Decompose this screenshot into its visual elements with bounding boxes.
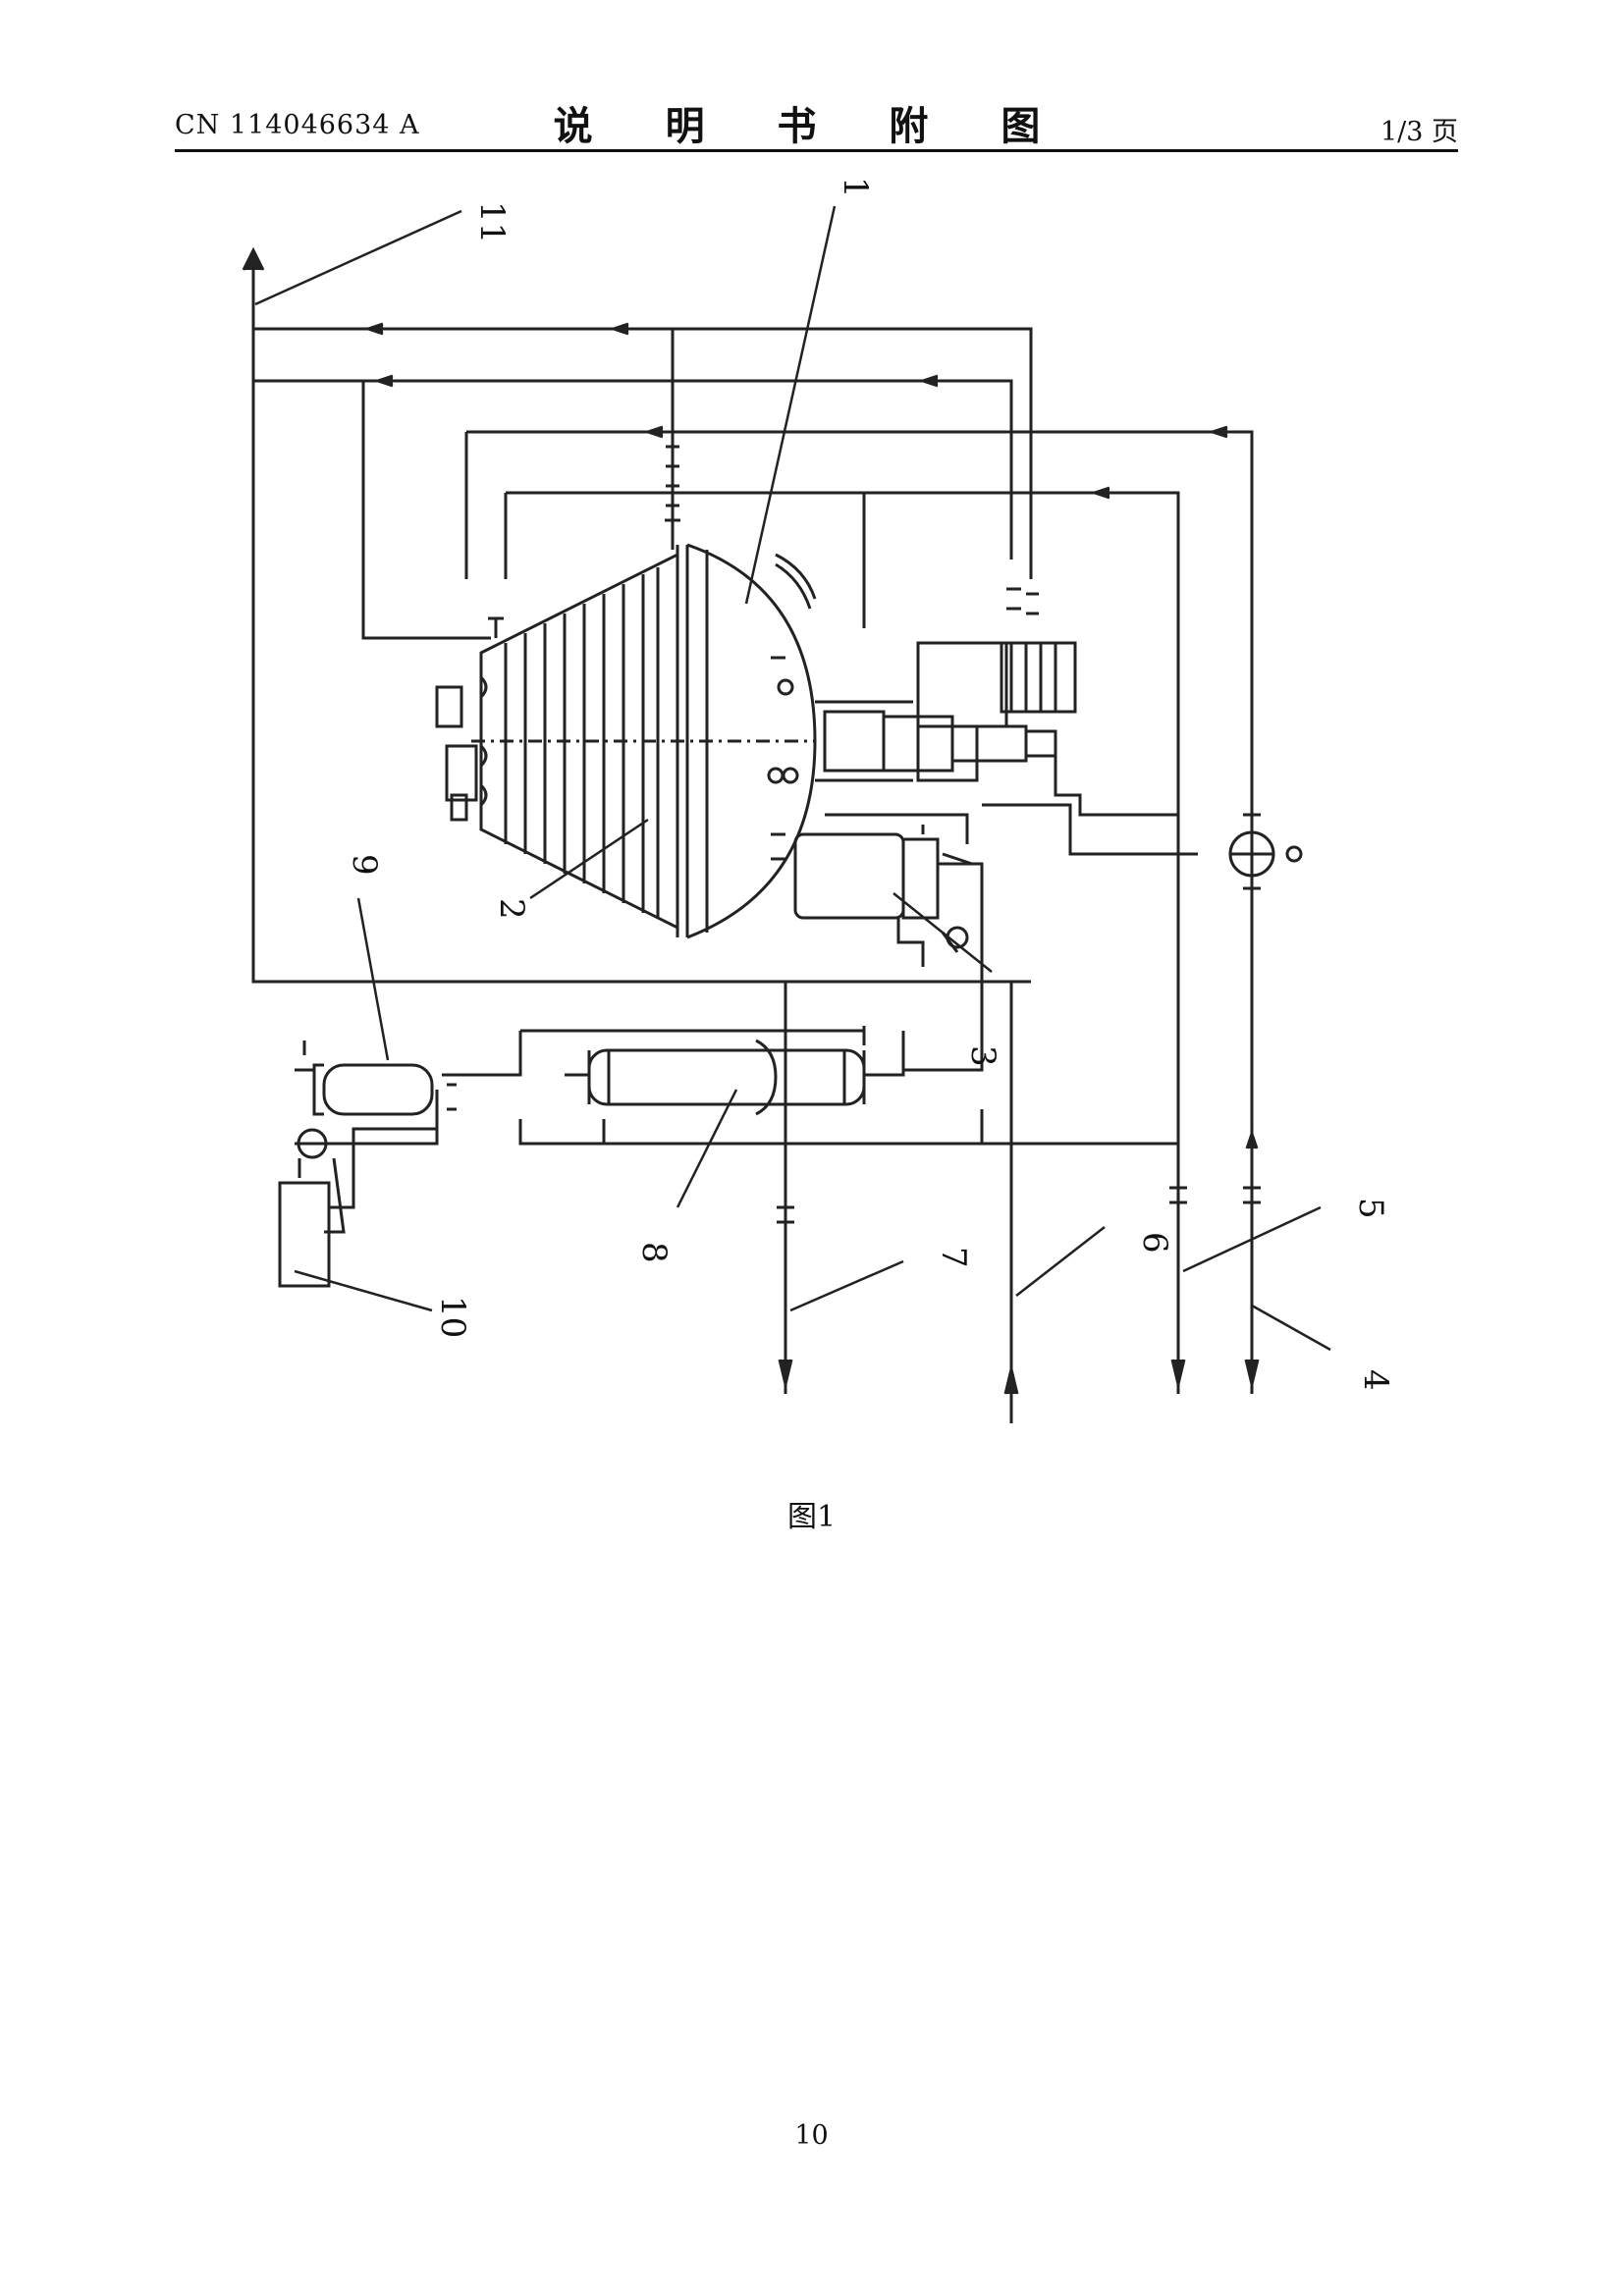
- callout-8: 8: [634, 1242, 674, 1263]
- top-piping: [242, 246, 1254, 1394]
- bottom-feed-lines: [777, 1205, 1019, 1395]
- section-title: 说 明 书 附 图: [553, 104, 1070, 149]
- header-divider: [175, 149, 1458, 152]
- callout-11: 11: [472, 201, 512, 243]
- callout-2: 2: [492, 898, 531, 920]
- figure-caption: 图1: [786, 1500, 837, 1534]
- callout-1: 1: [836, 177, 875, 198]
- patent-drawing-figure: 11 1 2 3 4 5 6 7 8 9 10: [242, 177, 1395, 1423]
- drive-motor-assembly: [815, 641, 1100, 817]
- receiver-and-tank: [278, 1041, 457, 1288]
- callout-4: 4: [1356, 1369, 1395, 1391]
- conical-dryer-vessel: [435, 518, 817, 939]
- callout-leaders: [254, 205, 1331, 1352]
- callout-5: 5: [1351, 1198, 1390, 1219]
- publication-number: CN 114046634 A: [175, 110, 420, 140]
- callout-7: 7: [934, 1247, 973, 1268]
- callout-labels: 11 1 2 3 4 5 6 7 8 9 10: [345, 177, 1395, 1391]
- callout-6: 6: [1135, 1232, 1174, 1254]
- callout-10: 10: [433, 1296, 472, 1338]
- separator-unit: [784, 813, 1013, 1423]
- page-indicator: 1/3 页: [1380, 117, 1458, 147]
- page-number: 10: [794, 2120, 829, 2151]
- callout-9: 9: [345, 854, 384, 876]
- callout-3: 3: [963, 1045, 1002, 1067]
- right-supply-lines: [982, 803, 1303, 1385]
- condenser-unit: [442, 1026, 1178, 1146]
